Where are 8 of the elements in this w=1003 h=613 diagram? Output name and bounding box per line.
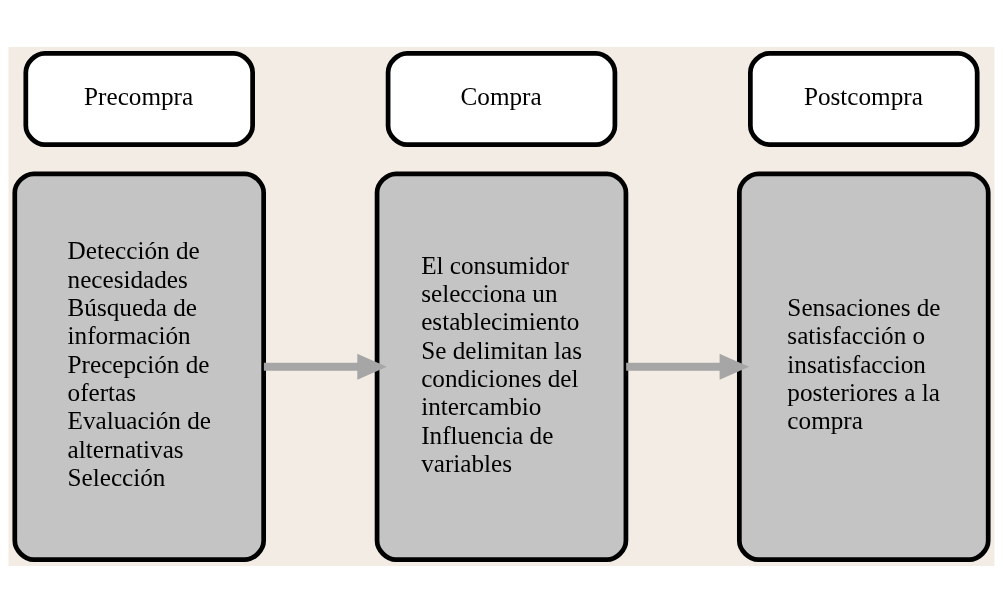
node-box: Precompra [23, 50, 255, 148]
arrow [263, 353, 387, 380]
node-box: Detección de necesidades Búsqueda de información Precepción de ofertas Evaluación de alternativas Selección [12, 171, 267, 563]
node-box: Compra [385, 50, 618, 148]
node-box: Sensaciones de satisfacción o insatisfaccion posteriores a la compra [736, 171, 991, 563]
node-box: El consumidor selecciona un establecimiento Se delimitan las condiciones del intercambio Influencia de variables [374, 171, 629, 563]
arrow [626, 353, 750, 380]
node-box: Postcompra [748, 50, 980, 148]
